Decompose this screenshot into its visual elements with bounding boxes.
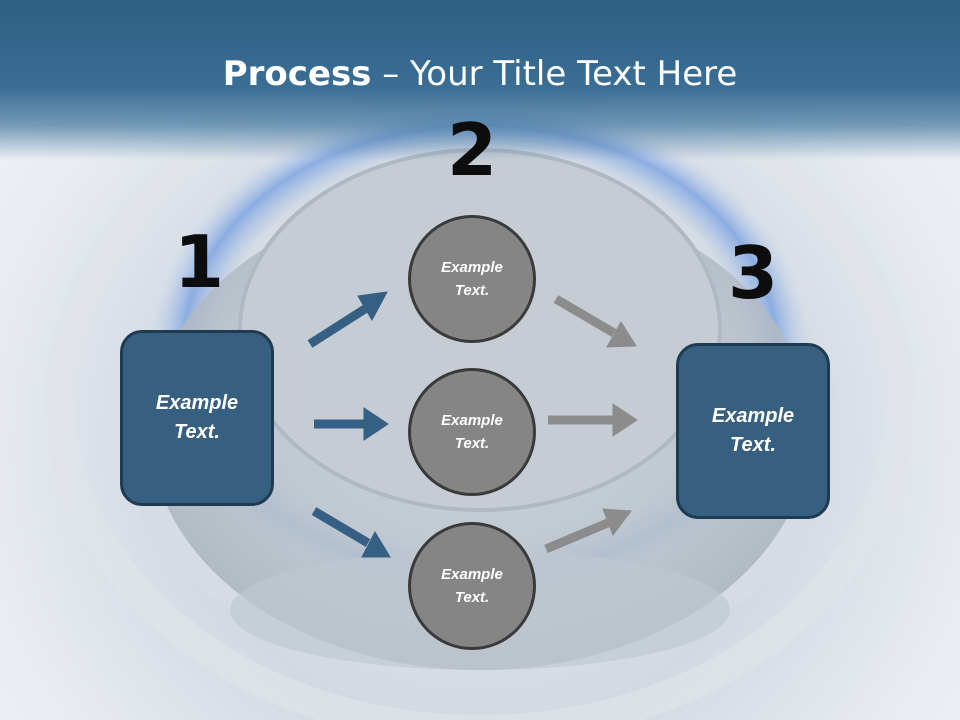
circle-middle-text: Example Text. [441,412,503,452]
slide-title[interactable]: Process – Your Title Text Here [0,54,960,94]
circle-bottom-text: Example Text. [441,566,503,606]
arrow-down-right-blue [311,507,391,558]
arrow-up-right-blue [307,291,388,348]
circle-top[interactable]: Example Text. [408,215,536,343]
left-box-text: Example Text. [155,392,239,443]
circle-top-text: Example Text. [441,259,503,299]
arrow-down-right-gray [553,295,637,348]
left-box[interactable]: Example Text. [120,330,274,506]
right-box-text: Example Text. [711,405,795,456]
title-bold: Process [222,54,372,94]
step-number-2: 2 [446,108,498,192]
arrow-right-gray [548,403,638,437]
arrow-up-right-gray [544,508,632,554]
circle-bottom[interactable]: Example Text. [408,522,536,650]
header-band [0,0,960,160]
step-number-3: 3 [727,231,779,315]
arrow-right-blue [314,407,389,441]
step-number-1: 1 [173,220,225,304]
title-rest: – Your Title Text Here [371,54,738,94]
right-box[interactable]: Example Text. [676,343,830,519]
circle-middle[interactable]: Example Text. [408,368,536,496]
